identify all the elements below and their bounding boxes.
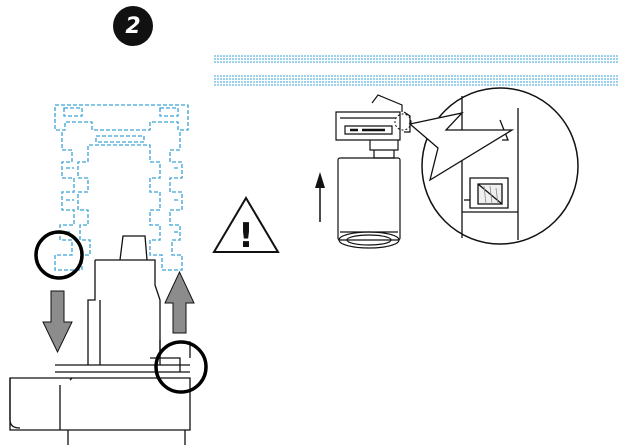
warning-glyph: !	[238, 216, 254, 256]
arrow-up-icon	[164, 270, 195, 334]
latch-highlight-circle-left	[34, 230, 84, 280]
adapter-body	[9, 235, 191, 445]
track-profile-outline	[54, 104, 189, 271]
detail-magnifier	[421, 87, 579, 245]
latch-highlight-circle-right	[154, 340, 208, 394]
track-rail	[214, 55, 618, 86]
callout-arrow-icon	[408, 111, 515, 182]
step-number: 2	[125, 13, 141, 39]
step-number-badge: 2	[113, 6, 153, 46]
warning-triangle-icon: !	[212, 196, 280, 256]
detail-origin-circle	[394, 113, 412, 131]
spotlight-fixture	[335, 94, 411, 249]
arrow-down-icon	[42, 290, 73, 354]
arrow-up-thin-icon	[315, 172, 325, 222]
